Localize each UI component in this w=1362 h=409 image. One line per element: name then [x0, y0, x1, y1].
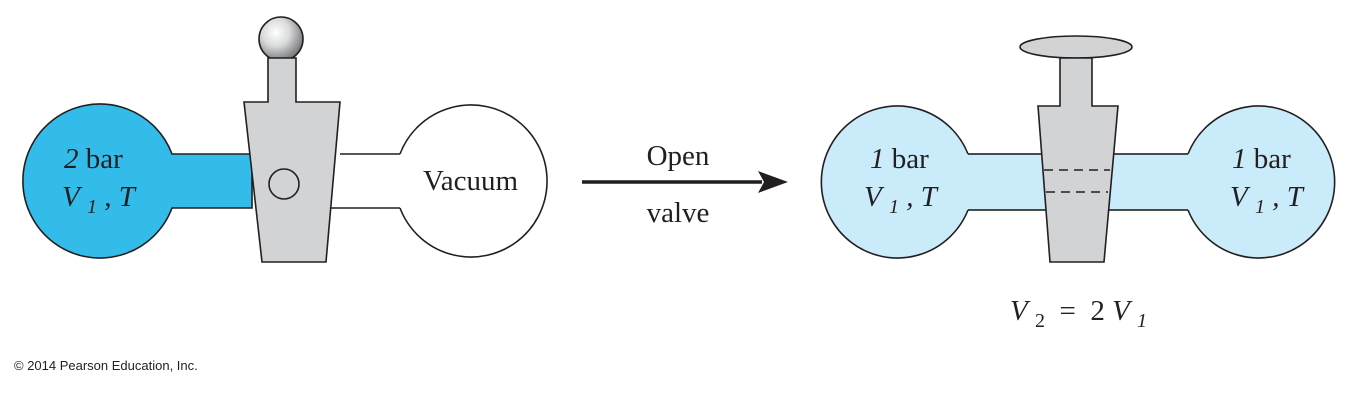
right-right-pressure-label: 1 bar	[1232, 143, 1291, 175]
right-right-state-label: V 1 , T	[1230, 181, 1305, 220]
arrow-head	[758, 171, 788, 193]
right-apparatus: 1 bar V 1 , T 1 bar V 1 , T V 2 = 2 V 1	[820, 35, 1336, 334]
process-arrow: Open valve	[582, 140, 788, 229]
left-apparatus: 2 bar V 1 , T Vacuum	[22, 16, 548, 263]
left-bulb-full	[22, 103, 253, 259]
vacuum-label: Vacuum	[423, 165, 518, 197]
open-valve-handle	[1019, 35, 1133, 59]
left-pressure-label: 2 bar	[64, 143, 123, 175]
arrow-label-valve: valve	[647, 197, 710, 229]
copyright-notice: © 2014 Pearson Education, Inc.	[14, 358, 198, 373]
volume-equation: V 2 = 2 V 1	[1010, 295, 1147, 334]
right-right-bulb	[1187, 105, 1336, 259]
valve-knob-ball	[258, 16, 304, 62]
valve-closed-port	[268, 168, 300, 200]
closed-valve-body	[243, 57, 341, 263]
right-left-pressure-label: 1 bar	[870, 143, 929, 175]
right-left-state-label: V 1 , T	[864, 181, 939, 220]
arrow-label-open: Open	[647, 140, 710, 172]
left-state-label: V 1 , T	[62, 181, 137, 220]
vacuum-bulb	[399, 104, 548, 258]
open-valve-body	[1037, 57, 1119, 263]
right-left-bulb	[820, 105, 969, 259]
